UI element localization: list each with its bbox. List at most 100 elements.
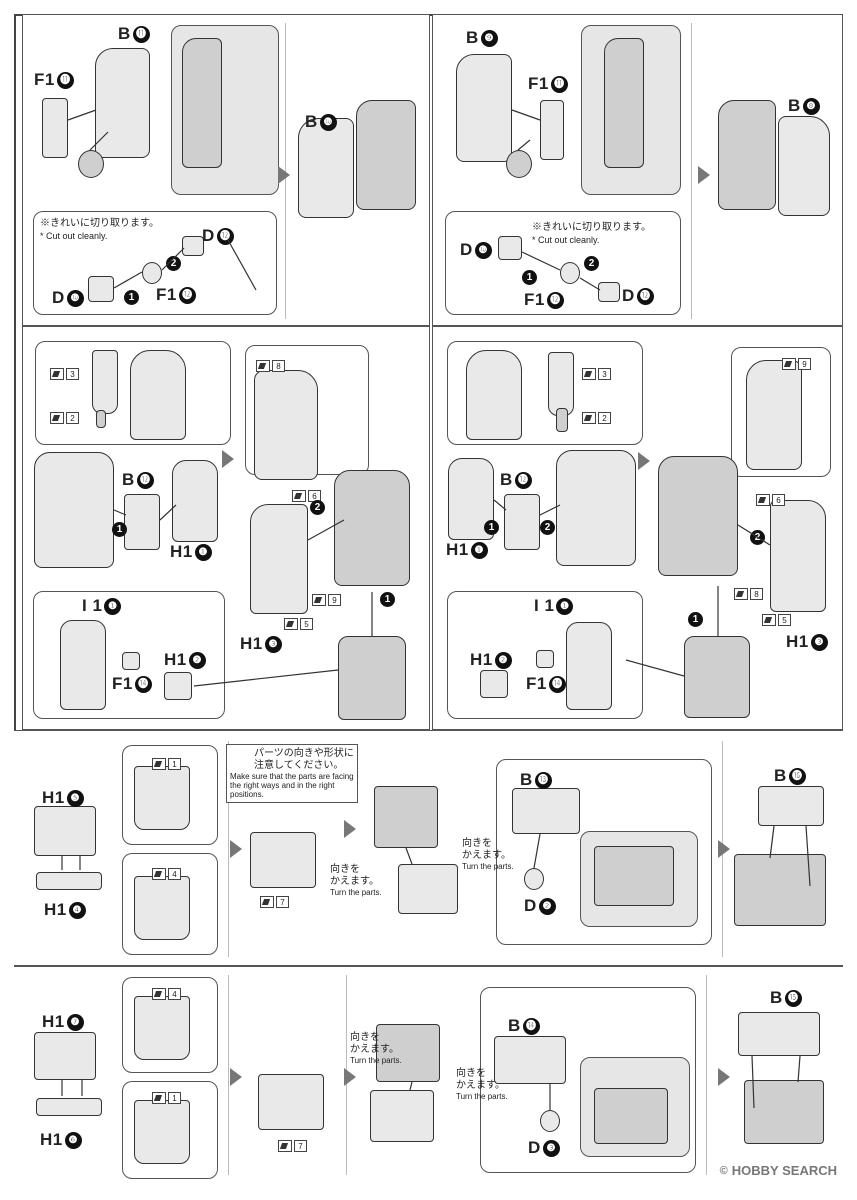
- part-h16: [36, 1098, 102, 1116]
- flow-arrow: [698, 166, 710, 184]
- part-b12: [504, 494, 540, 550]
- cut-note-2: ※きれいに切り取ります。* Cut out cleanly.: [532, 222, 651, 245]
- step-1-marker: 1: [688, 612, 703, 627]
- part-b12: [124, 494, 160, 550]
- part-h15: [34, 806, 96, 856]
- sticker-ref-3: 3: [582, 368, 611, 380]
- sticker-ref-1: 1: [152, 1092, 181, 1104]
- divider: [706, 975, 707, 1175]
- sticker-ref-2: 2: [50, 412, 79, 424]
- detail-part: [604, 38, 644, 168]
- part-joint: [78, 150, 104, 178]
- detail-part: [182, 38, 222, 168]
- body-assembled: [334, 470, 410, 586]
- assembled-h: [250, 832, 316, 888]
- flow-arrow: [278, 166, 290, 184]
- part-f11: [42, 98, 68, 158]
- part-b16: [758, 786, 824, 826]
- part-f12: [142, 262, 162, 284]
- part-d12: [598, 282, 620, 302]
- part-d10: [88, 276, 114, 302]
- flow-arrow: [638, 452, 650, 470]
- part-h11: [172, 460, 218, 542]
- turn-note-6a: 向きをかえます。Turn the parts.: [350, 1032, 402, 1065]
- sticker-ref-8: 8: [734, 588, 763, 600]
- sticker-part-b: [134, 1100, 190, 1164]
- shield-part: [130, 350, 186, 440]
- body-assembly: [34, 452, 114, 568]
- part-b11: [95, 48, 150, 158]
- assembled-h: [258, 1074, 324, 1130]
- step-2-marker: 2: [540, 520, 555, 535]
- detail-zoom-part: [594, 1088, 668, 1144]
- sticker-ref-6: 6: [756, 494, 785, 506]
- part-i11: [566, 622, 612, 710]
- step-1-marker: 1: [484, 520, 499, 535]
- part-d10: [498, 236, 522, 260]
- flow-arrow: [230, 840, 242, 858]
- assembled-b8: [778, 116, 830, 216]
- torso-base: [398, 864, 458, 914]
- sticker-ref-7: 7: [278, 1140, 307, 1152]
- part-f12: [560, 262, 580, 284]
- body-assembly: [556, 450, 636, 566]
- assembled-b10: [298, 118, 354, 218]
- step-2-marker: 2: [750, 530, 765, 545]
- watermark: © HOBBY SEARCH: [719, 1163, 837, 1178]
- shield-part: [466, 350, 522, 440]
- step-2-marker: 2: [310, 500, 325, 515]
- step-1-marker: 1: [112, 522, 127, 537]
- part-f14: [122, 652, 140, 670]
- cut-note-1: ※きれいに切り取ります。* Cut out cleanly.: [40, 218, 159, 241]
- turn-note-5b: 向きをかえます。Turn the parts.: [462, 838, 514, 871]
- body-assembled: [658, 456, 738, 576]
- sticker-ref-5: 5: [284, 618, 313, 630]
- part-b13: [512, 788, 580, 834]
- assembled-body: [356, 100, 416, 210]
- caution-note: パーツの向きや形状に 注意してください。 Make sure that the …: [226, 744, 358, 803]
- part-h17: [34, 1032, 96, 1080]
- step-1-marker: 1: [522, 270, 537, 285]
- part-b14: [494, 1036, 566, 1084]
- sticker-ref-9: 9: [312, 594, 341, 606]
- step-1-marker: 1: [380, 592, 395, 607]
- flow-arrow: [222, 450, 234, 468]
- crotch-assembly: [684, 636, 750, 718]
- crotch-assembly: [338, 636, 406, 720]
- part-f14: [536, 650, 554, 668]
- assembled-torso: [376, 1024, 440, 1082]
- divider: [228, 741, 229, 957]
- sticker-ref-6: 6: [292, 490, 321, 502]
- assembled-torso-final: [744, 1080, 824, 1144]
- armor-h13-side: [770, 500, 826, 612]
- sticker-ref-4: 4: [152, 988, 181, 1000]
- flow-arrow: [344, 1068, 356, 1086]
- flow-arrow: [344, 820, 356, 838]
- step-2-marker: 2: [166, 256, 181, 271]
- part-b9: [456, 54, 512, 162]
- sticker-part-a: [134, 766, 190, 830]
